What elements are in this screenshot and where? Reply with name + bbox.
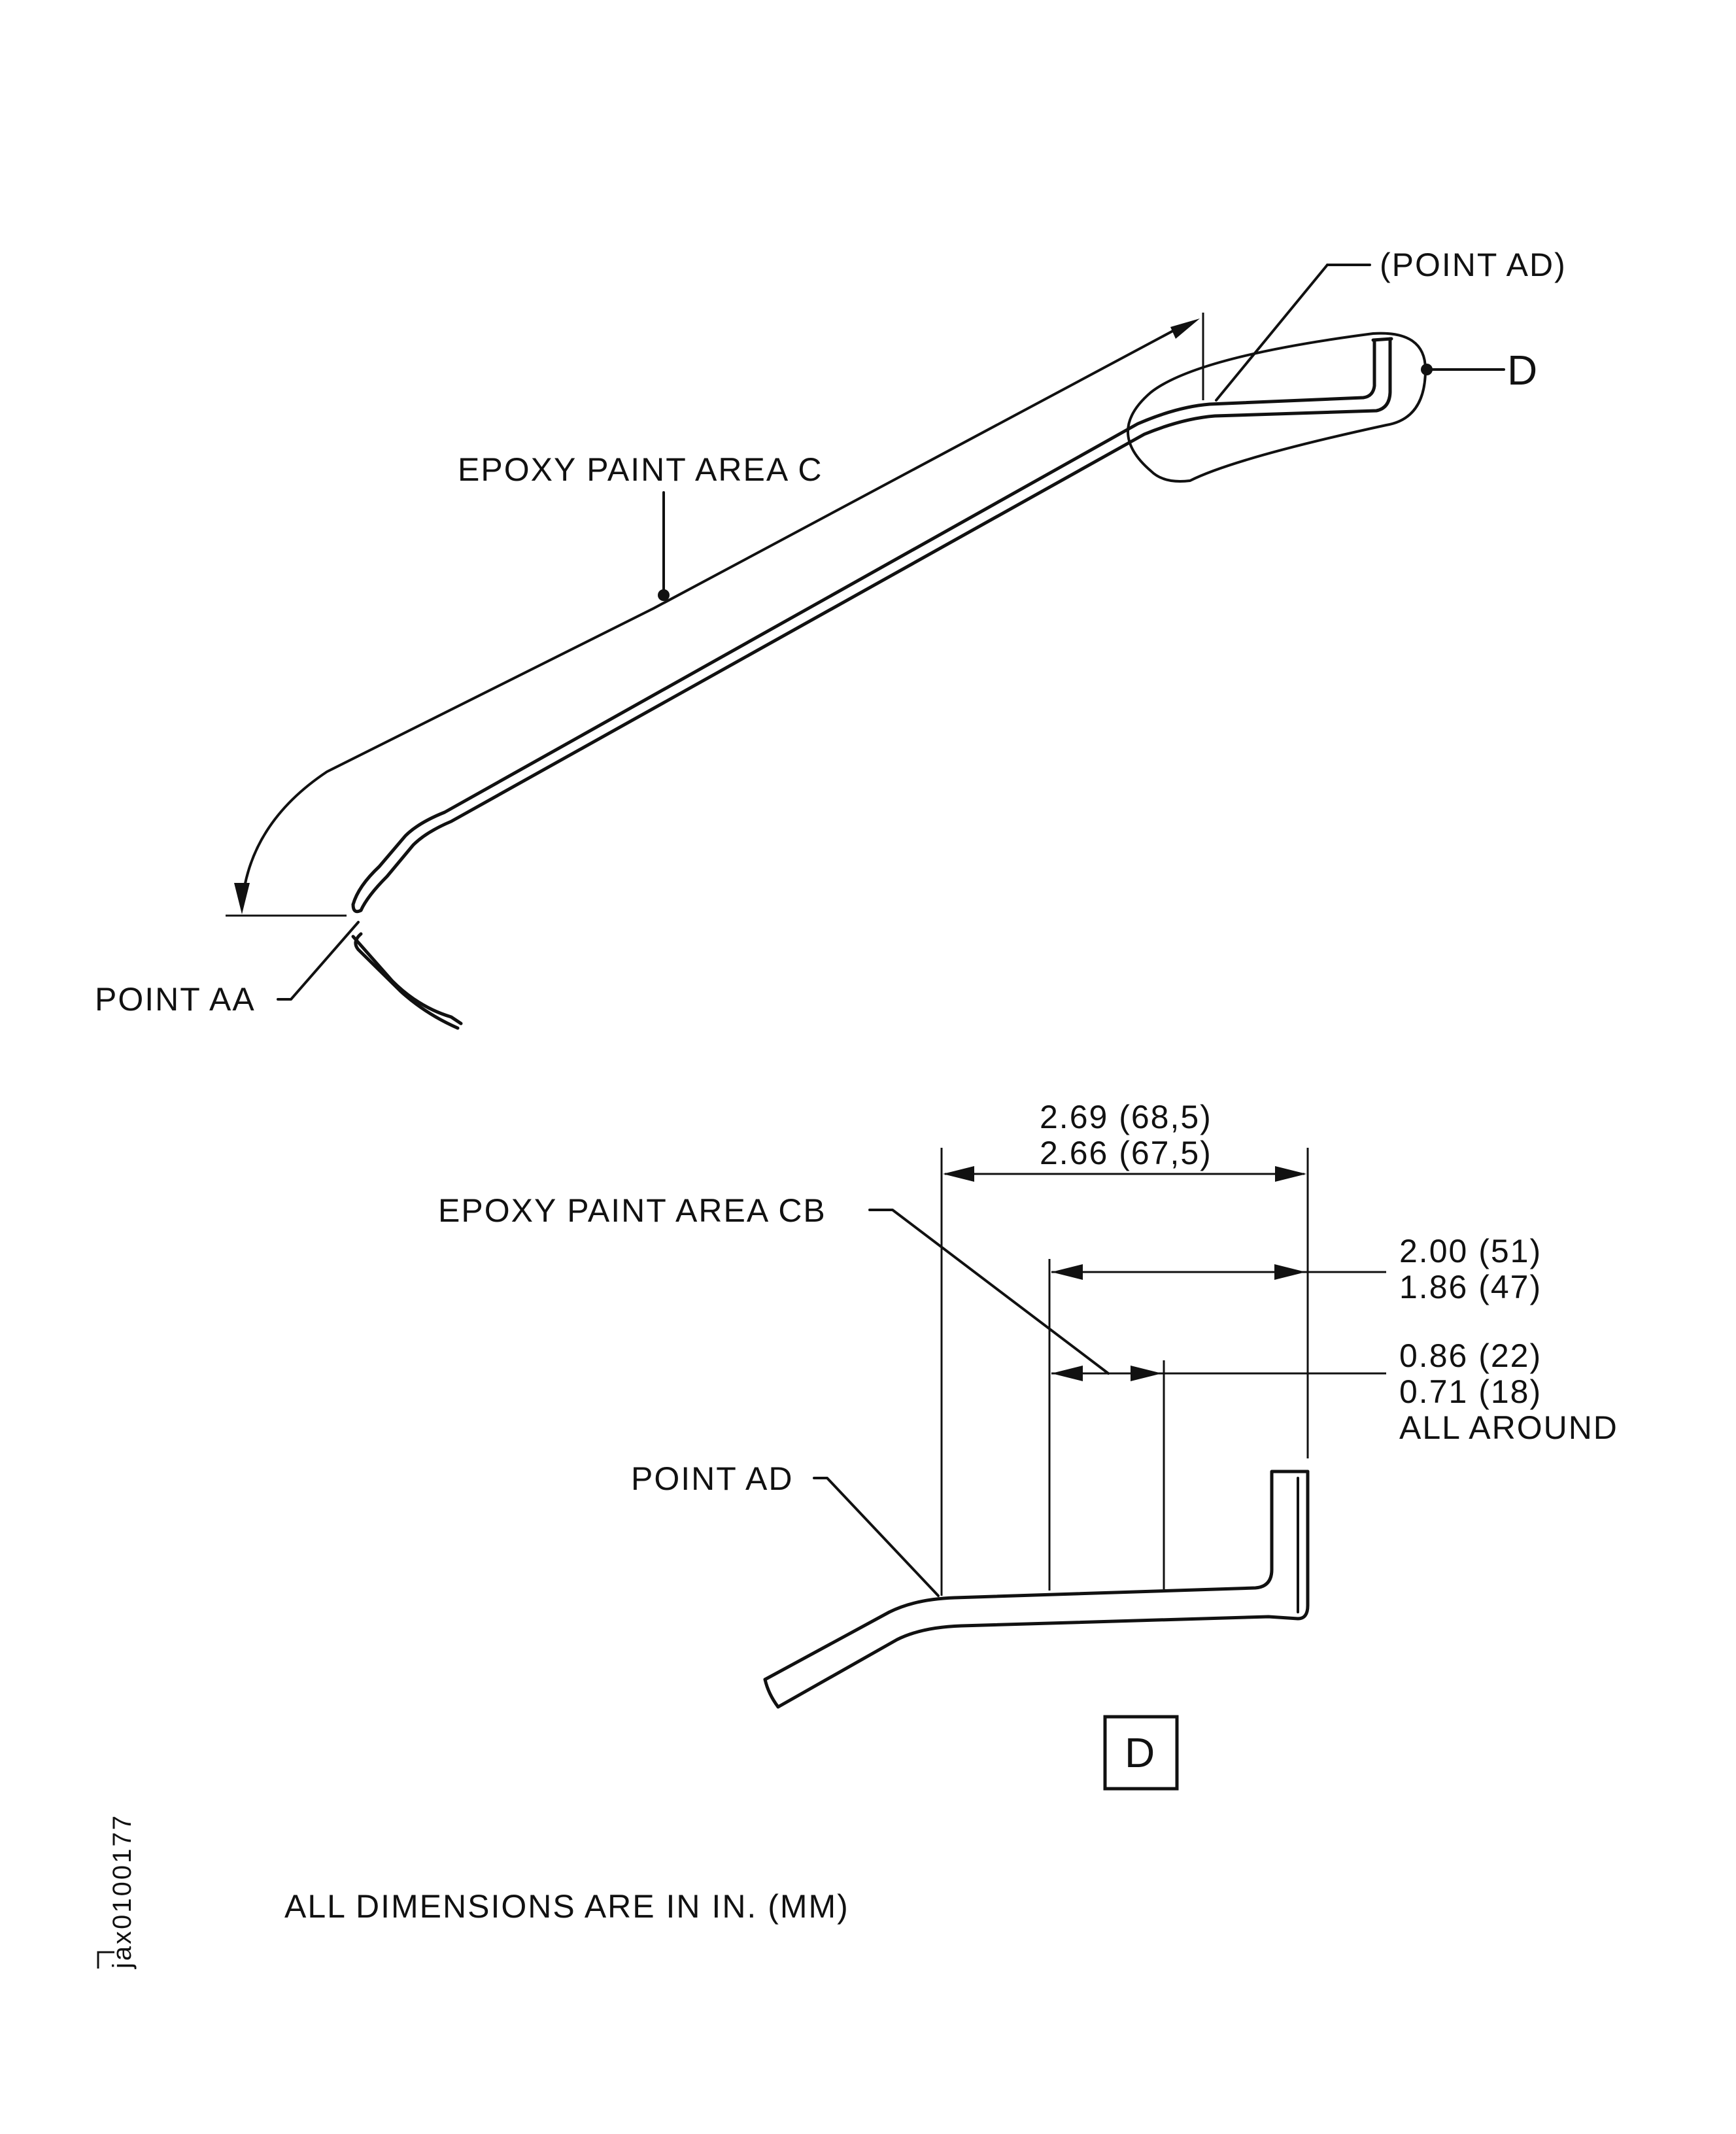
point-ad-detail-leader bbox=[813, 1477, 940, 1597]
figure-id-group: jax0100177 bbox=[97, 1814, 137, 1969]
rod-continuation-upper bbox=[351, 935, 463, 1025]
detail-d-view bbox=[763, 1148, 1386, 1791]
rod-continuation-lower bbox=[354, 932, 460, 1030]
rod-full-view bbox=[226, 264, 1505, 1030]
figure-id-corner-mark bbox=[97, 1951, 114, 1969]
rod-upper-edge bbox=[351, 338, 1376, 906]
label-dim-mid-min: 1.86 (47) bbox=[1399, 1269, 1542, 1305]
point-ad-leader-top bbox=[1215, 264, 1329, 402]
label-dim-band-min: 0.71 (18) bbox=[1399, 1373, 1542, 1410]
label-epoxy-area-cb: EPOXY PAINT AREA CB bbox=[438, 1192, 826, 1229]
label-all-around: ALL AROUND bbox=[1399, 1409, 1618, 1446]
arrow-mid-left bbox=[1051, 1264, 1083, 1280]
detail-rod-break-end bbox=[763, 1678, 780, 1709]
arrow-band-left bbox=[1051, 1366, 1083, 1381]
label-point-ad-top: (POINT AD) bbox=[1380, 247, 1567, 283]
arrow-overall-right bbox=[1275, 1166, 1306, 1182]
label-point-aa: POINT AA bbox=[95, 981, 256, 1018]
epoxy-c-dimension-arc bbox=[241, 326, 1182, 907]
rod-end-aa bbox=[351, 903, 363, 914]
epoxy-cb-leader bbox=[868, 1209, 1110, 1375]
label-figure-id: jax0100177 bbox=[108, 1814, 137, 1969]
label-dim-overall-max: 2.69 (68,5) bbox=[1040, 1099, 1212, 1135]
detail-rod-upper-edge bbox=[763, 1470, 1310, 1681]
epoxy-c-dot bbox=[658, 589, 670, 601]
detail-rod-lower-edge bbox=[776, 1470, 1310, 1709]
arrow-overall-left bbox=[943, 1166, 974, 1182]
rod-lower-edge bbox=[359, 337, 1392, 912]
detail-box bbox=[1103, 1715, 1179, 1791]
arrow-band-right bbox=[1131, 1366, 1162, 1381]
label-dim-mid-max: 2.00 (51) bbox=[1399, 1233, 1542, 1269]
rod-hook-tip bbox=[1371, 337, 1393, 342]
label-dim-overall-min: 2.66 (67,5) bbox=[1040, 1135, 1212, 1171]
label-detail-ref-d: D bbox=[1507, 347, 1537, 394]
label-epoxy-area-c: EPOXY PAINT AREA C bbox=[458, 451, 823, 488]
label-units-note: ALL DIMENSIONS ARE IN IN. (MM) bbox=[284, 1888, 849, 1925]
arrow-mid-right bbox=[1274, 1264, 1306, 1280]
point-aa-leader bbox=[277, 921, 360, 1001]
detail-d-ellipse bbox=[1127, 332, 1427, 483]
label-detail-box-d: D bbox=[1125, 1729, 1155, 1776]
label-point-ad-detail: POINT AD bbox=[631, 1460, 793, 1497]
arrowhead-aa bbox=[234, 883, 250, 914]
arrowhead-ad bbox=[1170, 318, 1200, 339]
label-dim-band-max: 0.86 (22) bbox=[1399, 1337, 1542, 1374]
